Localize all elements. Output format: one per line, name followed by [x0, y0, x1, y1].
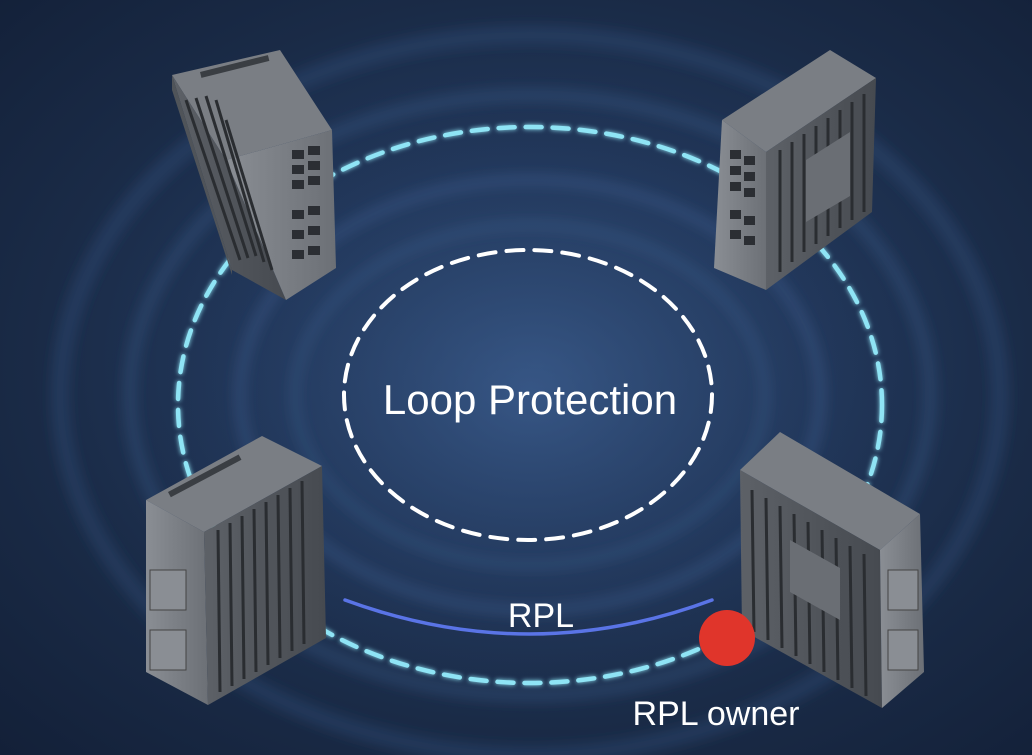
center-label: Loop Protection [383, 376, 677, 423]
rpl-owner-label: RPL owner [633, 695, 800, 733]
rpl-owner-dot [699, 610, 755, 666]
rpl-label: RPL [508, 597, 574, 635]
